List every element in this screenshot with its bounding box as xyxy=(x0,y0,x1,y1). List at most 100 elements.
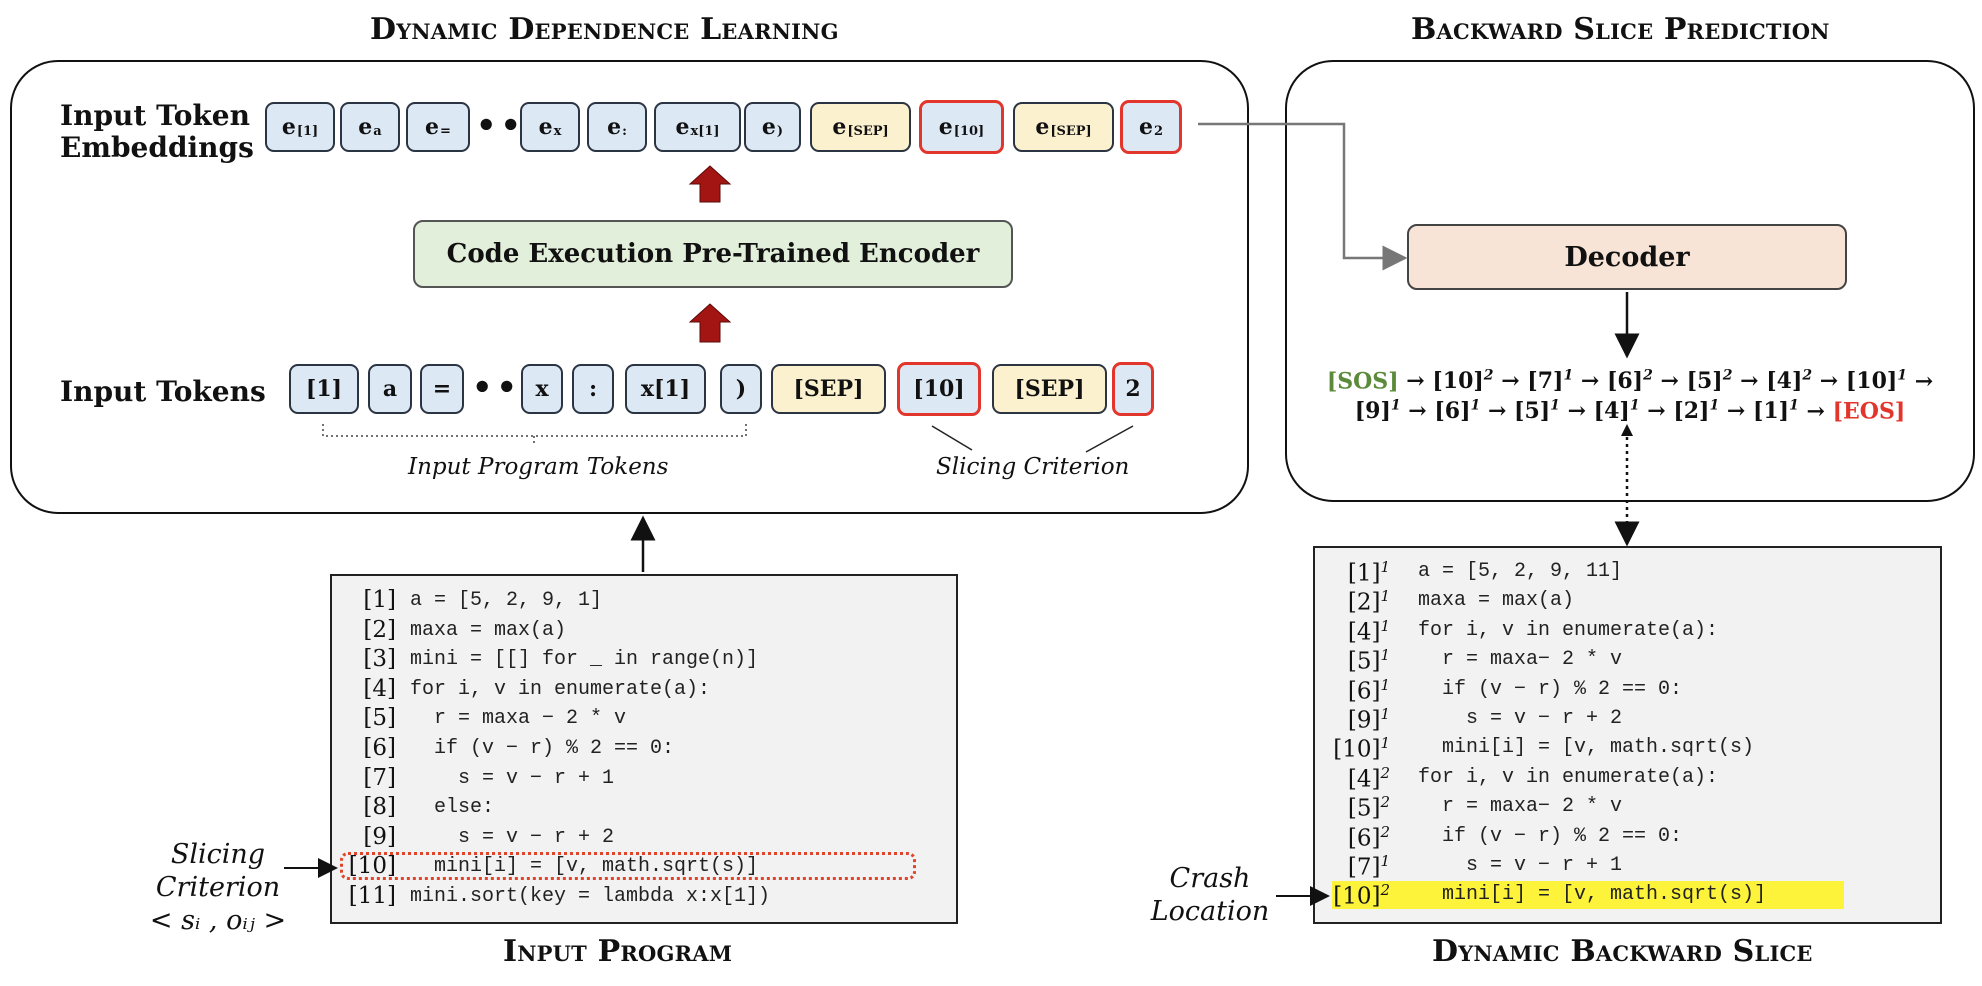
program-line-number: [1] xyxy=(363,587,396,613)
slice-line-number: [5]1 xyxy=(1322,646,1390,675)
slice-line-code: if (v − r) % 2 == 0: xyxy=(1418,824,1683,848)
backward-slice-code-box xyxy=(1313,546,1942,924)
program-line-code: if (v − r) % 2 == 0: xyxy=(410,737,675,760)
sequence-item-occurrence: 1 xyxy=(1550,398,1560,414)
crash-line-highlight xyxy=(1332,881,1844,909)
slicing-label-line1: Slicing xyxy=(170,839,266,870)
embeddings-label-line1: Input Token xyxy=(60,99,250,132)
embedding-sub: : xyxy=(622,123,627,139)
program-line-number: [9] xyxy=(363,823,396,850)
program-line-number: [3] xyxy=(363,646,396,673)
slice-line-occurrence: 1 xyxy=(1380,646,1390,665)
slice-line-code: r = maxa− 2 * v xyxy=(1418,648,1623,672)
encoder-to-embeddings-arrow xyxy=(688,165,732,203)
section-title-dynamic-dependence-learning: Dynamic Dependence Learning xyxy=(370,12,839,47)
embedding-sub: a xyxy=(373,123,382,139)
sequence-item-occurrence: 2 xyxy=(1722,368,1733,384)
sequence-item-occurrence: 1 xyxy=(1563,368,1574,384)
slice-line-occurrence: 1 xyxy=(1380,734,1390,753)
embedding-base: e xyxy=(538,114,553,140)
input-program-code-box xyxy=(330,574,958,924)
input-token-box: : xyxy=(572,364,614,414)
sequence-item-text: → [10] xyxy=(1398,368,1484,395)
input-token-box: ) xyxy=(720,364,762,414)
slice-line-label: [10] xyxy=(1333,884,1381,911)
slice-line-label: [9] xyxy=(1347,707,1381,734)
sequence-item-text: → [10] xyxy=(1812,368,1898,395)
tokens-to-encoder-arrow xyxy=(688,303,732,343)
sequence-item-occurrence: 2 xyxy=(1483,368,1494,384)
code-execution-encoder-block: Code Execution Pre-Trained Encoder xyxy=(413,220,1013,288)
sequence-item-text: → xyxy=(1907,368,1934,395)
output-sequence-line1: [SOS] → [10]2 → [7]1 → [6]2 → [5]2 → [4]… xyxy=(1310,368,1950,394)
embedding-sub: ) xyxy=(776,123,784,139)
slicing-criterion-side-label: Slicing Criterion < sᵢ , oᵢⱼ > xyxy=(148,838,288,937)
slice-line-code: a = [5, 2, 9, 11] xyxy=(1418,560,1623,583)
embedding-base: e xyxy=(938,114,953,140)
sequence-item: → [2]1 xyxy=(1639,398,1719,425)
sequence-item-text: → [6] xyxy=(1400,398,1471,425)
slice-line-code: if (v − r) % 2 == 0: xyxy=(1418,677,1683,701)
sequence-item-text: → [1] xyxy=(1719,398,1790,425)
sequence-item: → [5]2 xyxy=(1653,368,1733,394)
sequence-item: → xyxy=(1799,398,1833,424)
embedding-box: e) xyxy=(744,102,801,152)
sequence-item: [EOS] xyxy=(1833,398,1906,424)
embedding-box: e[1] xyxy=(265,102,335,152)
sequence-item: → [4]2 xyxy=(1732,368,1812,394)
slice-line-label: [7] xyxy=(1347,854,1381,881)
slice-line-code: s = v − r + 2 xyxy=(1418,707,1623,730)
slice-line-code: mini[i] = [v, math.sqrt(s)] xyxy=(1418,883,1767,907)
program-line-number: [5] xyxy=(363,705,396,732)
program-line-number: [4] xyxy=(363,675,396,702)
input-token-box-sep: [SEP] xyxy=(771,364,886,414)
program-line-code: else: xyxy=(410,796,495,820)
slice-line-occurrence: 1 xyxy=(1380,558,1390,576)
slice-line-occurrence: 2 xyxy=(1380,881,1390,900)
slice-line-code: for i, v in enumerate(a): xyxy=(1418,618,1719,642)
sequence-item: [9]1 xyxy=(1355,398,1401,424)
embedding-base: e xyxy=(761,114,776,140)
input-token-box-sep: [SEP] xyxy=(992,364,1107,414)
sequence-item-text: → [5] xyxy=(1480,398,1551,425)
embedding-base: e xyxy=(832,114,847,140)
sequence-item-text: → [4] xyxy=(1559,398,1630,425)
slice-line-number: [4]1 xyxy=(1322,617,1390,646)
sequence-item-text: → [2] xyxy=(1639,398,1710,425)
slice-line-number: [7]1 xyxy=(1322,852,1390,881)
sequence-item: → xyxy=(1907,368,1933,394)
program-line-code: for i, v in enumerate(a): xyxy=(410,677,711,701)
program-line-number: [10] xyxy=(348,853,396,880)
slice-line-label: [10] xyxy=(1333,737,1381,764)
sequence-item: → [6]2 xyxy=(1573,368,1653,394)
input-token-box-criterion: 2 xyxy=(1112,362,1154,416)
slice-line-label: [2] xyxy=(1347,590,1381,617)
embedding-sub: [SEP] xyxy=(847,123,889,139)
sequence-item: → [4]1 xyxy=(1560,398,1640,424)
input-token-box: x[1] xyxy=(625,364,706,414)
slice-line-number: [1]1 xyxy=(1322,558,1390,587)
slice-line-occurrence: 1 xyxy=(1380,616,1390,635)
embedding-base: e xyxy=(675,114,690,140)
embeddings-label-line2: Embeddings xyxy=(60,131,254,164)
slice-line-occurrence: 1 xyxy=(1380,587,1390,606)
embedding-sub: = xyxy=(440,123,451,139)
sequence-item: → [5]1 xyxy=(1480,398,1560,424)
slice-line-label: [6] xyxy=(1347,825,1381,852)
program-line-number: [8] xyxy=(363,794,396,821)
slice-line-occurrence: 1 xyxy=(1380,852,1390,870)
section-title-backward-slice-prediction: Backward Slice Prediction xyxy=(1411,12,1830,47)
dotted-link-up-arrowhead xyxy=(1621,424,1633,436)
sequence-item-text: [EOS] xyxy=(1832,398,1906,425)
program-line-code: a = [5, 2, 9, 1] xyxy=(410,589,603,612)
sequence-item-text: → [6] xyxy=(1573,368,1644,395)
section-title-dynamic-backward-slice: Dynamic Backward Slice xyxy=(1432,934,1813,969)
embedding-base: e xyxy=(607,114,622,140)
sequence-item-text: [SOS] xyxy=(1326,368,1399,395)
embedding-sub: 2 xyxy=(1153,123,1164,139)
program-line-number: [2] xyxy=(363,616,396,643)
program-line-number: [7] xyxy=(363,764,396,791)
sequence-item: → [10]1 xyxy=(1812,368,1907,394)
slice-line-label: [5] xyxy=(1347,795,1381,822)
